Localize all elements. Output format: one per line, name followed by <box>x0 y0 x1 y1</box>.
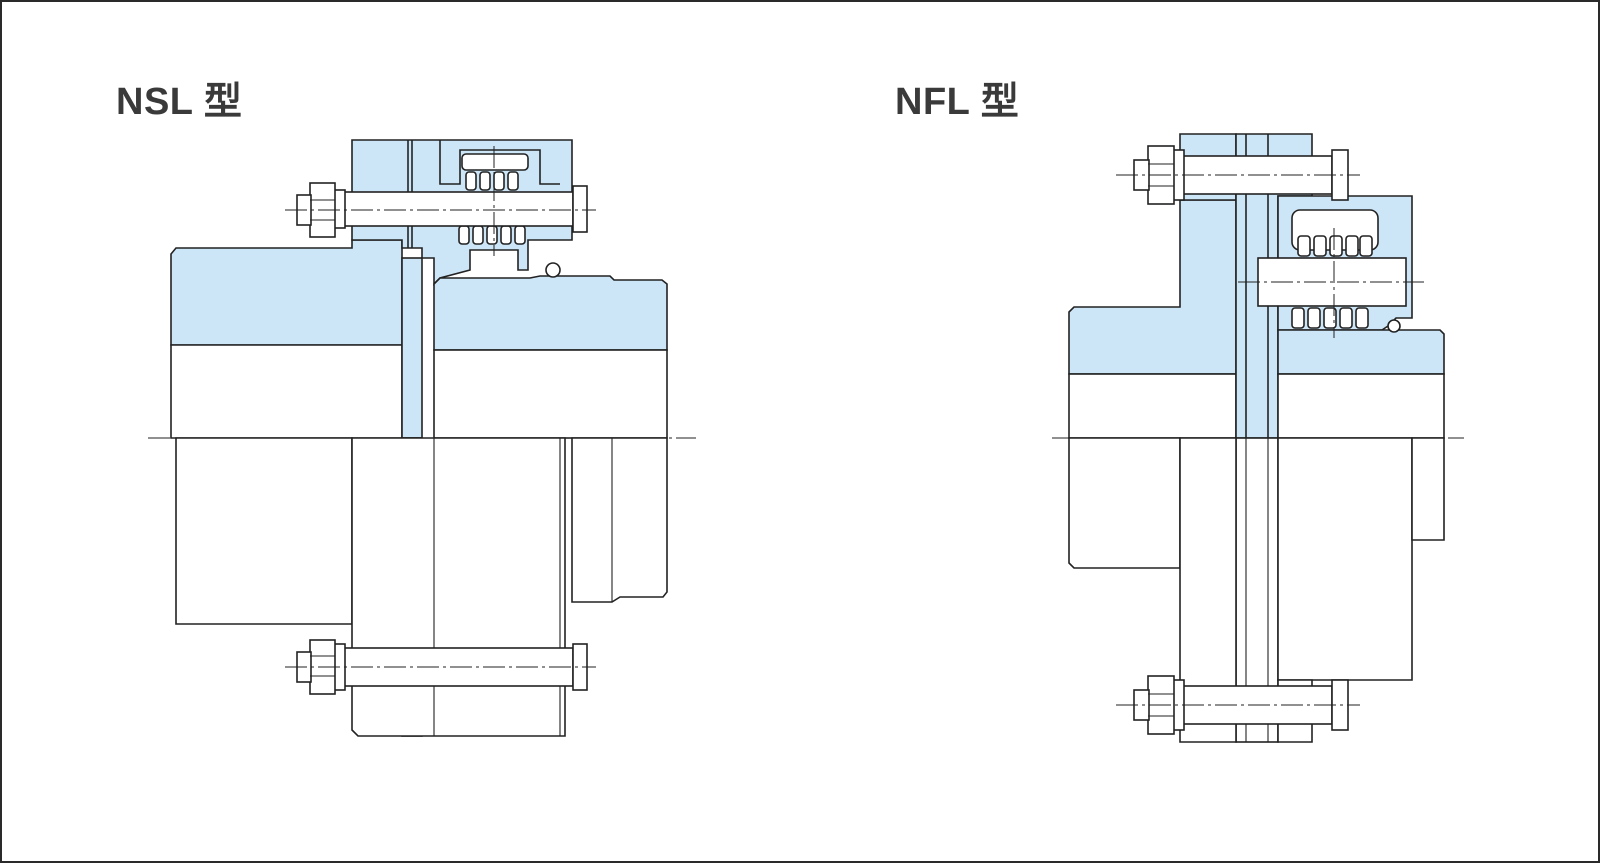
nsl-flange-lower <box>351 437 566 737</box>
nfl-spring-element <box>1291 235 1373 329</box>
nfl-right-flange-lower <box>1277 437 1413 681</box>
nfl-type-title: NFL 型 <box>895 81 1020 123</box>
nfl-right-hub-lower <box>1277 373 1445 439</box>
nfl-left-hub-bottom <box>1068 437 1181 569</box>
nfl-left-hub-lower <box>1068 373 1237 439</box>
nfl-right-hub-bottom <box>1411 437 1445 541</box>
nsl-right-sleeve <box>571 437 668 603</box>
nsl-left-hub-section <box>170 239 403 346</box>
nfl-o-ring <box>1387 319 1401 333</box>
nfl-right-hub-section <box>1277 329 1445 375</box>
nsl-right-hub-section <box>433 275 668 351</box>
nfl-coupling-drawing <box>1052 133 1464 743</box>
nsl-left-hub-lower <box>170 344 403 439</box>
nsl-type-title: NSL 型 <box>116 81 243 123</box>
nsl-o-ring <box>545 262 561 278</box>
nsl-middle-plate-section <box>401 257 423 439</box>
nsl-left-hub-bottom <box>175 437 353 625</box>
nsl-right-hub-lower <box>433 349 668 439</box>
nfl-left-hub-section <box>1068 199 1237 375</box>
nsl-element-housing <box>461 153 529 171</box>
nsl-coupling-drawing <box>148 139 696 737</box>
